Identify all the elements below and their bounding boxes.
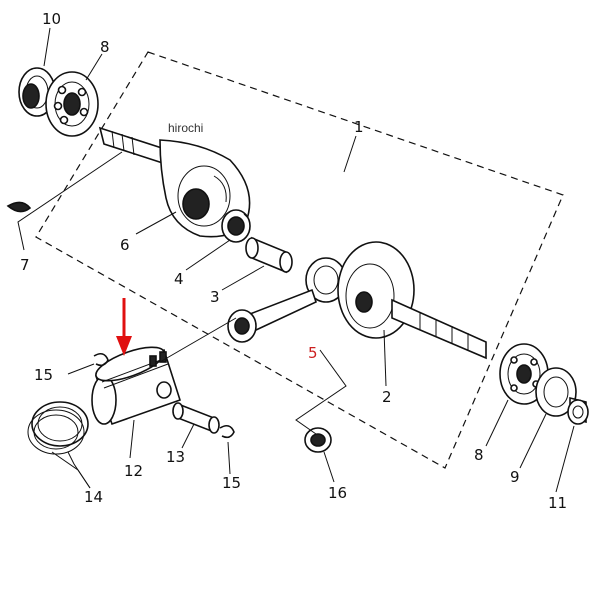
label-part-8-right: 8	[474, 446, 484, 464]
label-part-2: 2	[382, 388, 392, 406]
label-part-7: 7	[20, 256, 30, 274]
part-16-small-end-bearing	[304, 427, 332, 453]
label-part-11: 11	[548, 494, 567, 512]
part-7-woodruff-key	[6, 201, 32, 213]
label-part-5: 5	[308, 344, 318, 362]
part-15-circlip-right	[219, 424, 235, 439]
red-arrow-indicator	[116, 298, 132, 356]
label-part-10: 10	[42, 10, 61, 28]
label-part-6: 6	[120, 236, 130, 254]
watermark-text: hirochi	[168, 121, 203, 135]
part-11-spacer	[567, 396, 589, 425]
part-6-left-crank-half	[98, 126, 251, 238]
label-part-14: 14	[84, 488, 103, 506]
part-4-needle-bearing	[221, 209, 251, 243]
label-part-15-left: 15	[34, 366, 53, 384]
part-13-piston-pin	[172, 402, 220, 434]
label-part-1: 1	[354, 118, 364, 136]
leader-lines	[17, 27, 575, 493]
part-14-piston-rings	[27, 401, 89, 455]
label-part-15-right: 15	[222, 474, 241, 492]
label-part-3: 3	[210, 288, 220, 306]
label-part-9: 9	[510, 468, 520, 486]
label-part-13: 13	[166, 448, 185, 466]
crankshaft-assembly-boundary	[35, 51, 564, 469]
label-part-12: 12	[124, 462, 143, 480]
part-2-right-crank-half	[337, 241, 487, 360]
part-5-connecting-rod	[227, 257, 347, 343]
part-12-piston	[91, 346, 181, 426]
part-3-crank-pin	[245, 236, 293, 274]
label-part-8-top: 8	[100, 38, 110, 56]
label-part-16: 16	[328, 484, 347, 502]
part-15-circlip-left	[93, 352, 109, 367]
part-8-bearing-left	[45, 71, 99, 137]
label-part-4: 4	[174, 270, 184, 288]
part-9-oil-seal	[535, 367, 577, 417]
